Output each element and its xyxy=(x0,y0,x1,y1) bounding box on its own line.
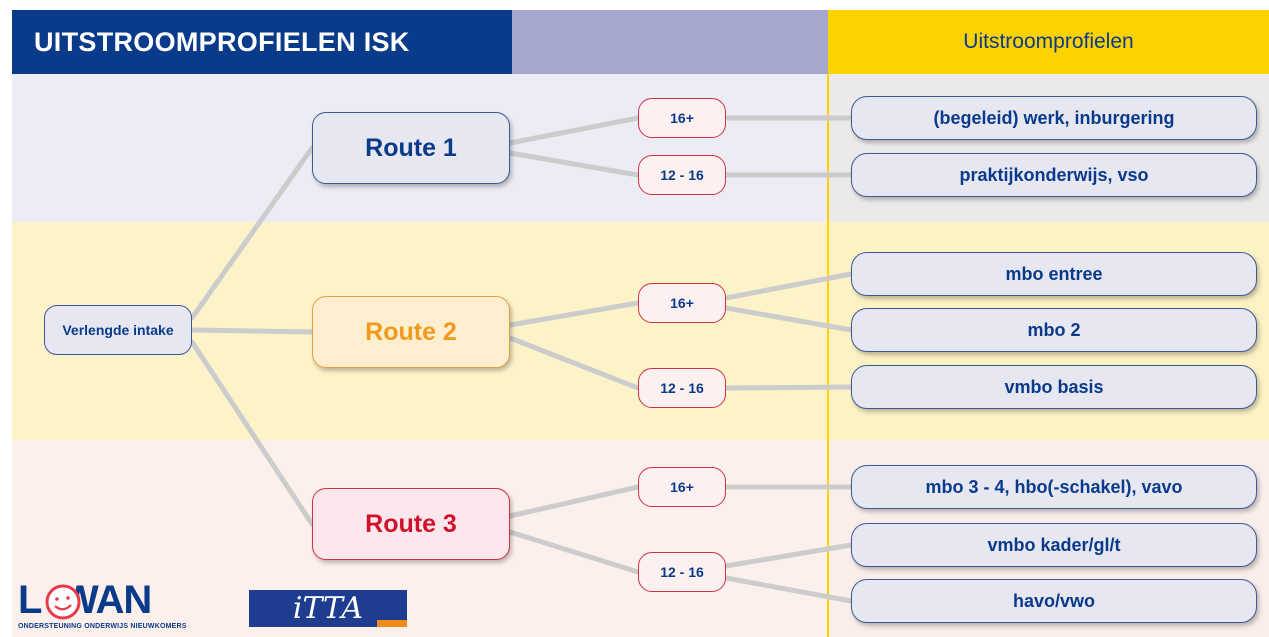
outcome-havo-vwo: havo/vwo xyxy=(851,579,1257,623)
route3-age-16plus: 16+ xyxy=(638,467,726,507)
outcome-werk-inburgering: (begeleid) werk, inburgering xyxy=(851,96,1257,140)
connector-route3-16plus xyxy=(507,484,641,519)
itta-logo-accent xyxy=(377,620,407,627)
route2-age-12-16: 12 - 16 xyxy=(638,368,726,408)
connector-r2-1216-out1 xyxy=(723,384,854,391)
route1-age-12-16: 12 - 16 xyxy=(638,155,726,195)
connector-r3-1216-out2 xyxy=(723,575,854,604)
connector-route1-1216 xyxy=(507,150,641,178)
outcome-mbo-entree: mbo entree xyxy=(851,252,1257,296)
connector-intake-route1 xyxy=(189,145,315,321)
outcome-mbo-3-4: mbo 3 - 4, hbo(-schakel), vavo xyxy=(851,465,1257,509)
lowan-subtitle: ONDERSTEUNING ONDERWIJS NIEUWKOMERS xyxy=(18,623,187,630)
page-title: UITSTROOMPROFIELEN ISK xyxy=(34,27,410,57)
route3-node: Route 3 xyxy=(312,488,510,560)
outcome-vmbo-basis: vmbo basis xyxy=(851,365,1257,409)
connector-r3-1216-out1 xyxy=(723,542,854,569)
connector-r2-16-out1 xyxy=(723,271,854,301)
outcome-vmbo-kader: vmbo kader/gl/t xyxy=(851,523,1257,567)
connector-route2-1216 xyxy=(507,335,641,391)
route3-age-12-16: 12 - 16 xyxy=(638,552,726,592)
connector-route1-16plus xyxy=(507,115,641,146)
connector-route3-1216 xyxy=(507,529,641,575)
route2-node: Route 2 xyxy=(312,296,510,368)
connector-route2-16plus xyxy=(507,300,641,328)
header-bar-middle xyxy=(512,10,828,74)
outcomes-column-title: Uitstroomprofielen xyxy=(963,30,1134,53)
connector-intake-route2 xyxy=(189,327,315,335)
connector-r2-16-out2 xyxy=(723,305,854,333)
lowan-face-icon xyxy=(45,584,81,620)
lowan-logo: L WAN xyxy=(18,578,152,622)
column-divider xyxy=(827,74,829,637)
route1-age-16plus: 16+ xyxy=(638,98,726,138)
intake-node: Verlengde intake xyxy=(44,305,192,355)
route1-node: Route 1 xyxy=(312,112,510,184)
connector-intake-route3 xyxy=(189,339,315,527)
route2-age-16plus: 16+ xyxy=(638,283,726,323)
outcome-praktijkonderwijs: praktijkonderwijs, vso xyxy=(851,153,1257,197)
outcome-mbo-2: mbo 2 xyxy=(851,308,1257,352)
header-bar xyxy=(12,10,512,74)
header-bar-outcomes xyxy=(828,10,1269,74)
